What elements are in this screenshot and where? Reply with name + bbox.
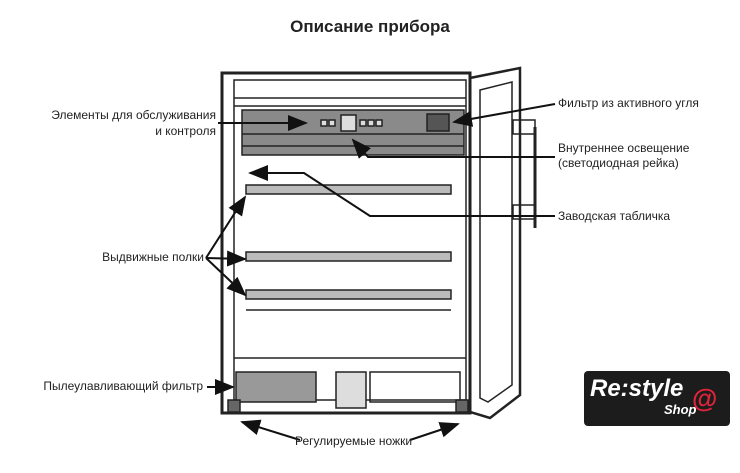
restyle-logo: Re:style Shop @ (584, 371, 730, 426)
label-feet: Регулируемые ножки (295, 434, 413, 448)
cart-at-icon: @ (692, 383, 718, 413)
page-title: Описание прибора (290, 17, 450, 36)
label-lighting: Внутреннее освещение (558, 141, 690, 155)
shelf (245, 251, 452, 262)
label-lighting-line2: (светодиодная рейка) (558, 156, 679, 170)
open-door (468, 66, 522, 420)
logo-text: Re:style (590, 375, 684, 402)
label-dust-filter: Пылеулавливающий фильтр (43, 379, 203, 393)
label-carbon-filter: Фильтр из активного угля (558, 96, 699, 110)
shelf (245, 184, 452, 195)
dust-filter (235, 371, 317, 403)
shelf (245, 289, 452, 300)
label-shelves: Выдвижные полки (102, 250, 204, 264)
label-plate: Заводская табличка (558, 209, 671, 223)
label-controls: Элементы для обслуживания (51, 108, 216, 122)
logo-sub: Shop (664, 402, 697, 417)
label-controls-line2: и контроля (155, 124, 216, 138)
